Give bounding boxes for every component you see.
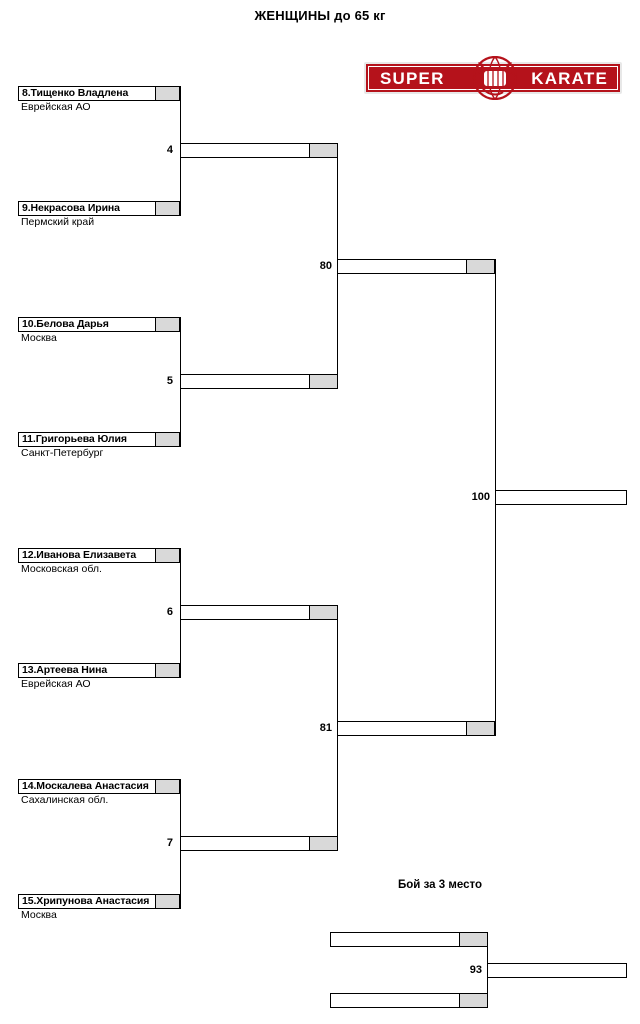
match-bar[interactable] [337, 259, 495, 274]
match-number: 80 [319, 260, 332, 272]
match-number: 93 [469, 964, 482, 976]
participant-region: Московская обл. [21, 563, 102, 575]
match-score-cell[interactable] [466, 722, 494, 735]
participant-region: Еврейская АО [21, 101, 91, 113]
participant-name: 9.Некрасова Ирина [22, 202, 120, 214]
match-bar-fill [488, 964, 626, 977]
third-place-winner-bar[interactable] [487, 963, 627, 978]
match-number: 4 [166, 144, 173, 156]
participant-box[interactable]: 10.Белова Дарья [18, 317, 180, 332]
third-place-slot-bar[interactable] [330, 932, 488, 947]
participant-name: 15.Хрипунова Анастасия [22, 895, 150, 907]
participant-box[interactable]: 8.Тищенко Владлена [18, 86, 180, 101]
match-score-cell[interactable] [309, 837, 337, 850]
participant-region: Москва [21, 909, 57, 921]
super-karate-logo: SUPER KARATE [364, 55, 622, 101]
match-bar-fill [338, 722, 466, 735]
match-number: 81 [319, 722, 332, 734]
match-score-cell[interactable] [309, 144, 337, 157]
bracket-connector [337, 273, 338, 389]
participant-score-cell[interactable] [155, 664, 179, 677]
participant-score-cell[interactable] [155, 895, 179, 908]
match-number: 5 [166, 375, 173, 387]
bracket-connector [337, 605, 338, 736]
participant-region: Санкт-Петербург [21, 447, 104, 459]
participant-region: Сахалинская обл. [21, 794, 109, 806]
page-title: ЖЕНЩИНЫ до 65 кг [254, 8, 386, 23]
match-number: 7 [166, 837, 173, 849]
match-score-cell[interactable] [466, 260, 494, 273]
match-bar-fill [181, 375, 309, 388]
match-bar-fill [181, 837, 309, 850]
match-bar-fill [331, 933, 459, 946]
participant-name: 12.Иванова Елизавета [22, 549, 137, 561]
participant-score-cell[interactable] [155, 87, 179, 100]
participant-score-cell[interactable] [155, 202, 179, 215]
match-bar-fill [331, 994, 459, 1007]
third-place-slot-bar[interactable] [330, 993, 488, 1008]
participant-region: Москва [21, 332, 57, 344]
participant-score-cell[interactable] [155, 549, 179, 562]
match-number: 100 [471, 491, 490, 503]
match-bar[interactable] [180, 836, 338, 851]
bracket-connector [495, 259, 496, 498]
participant-score-cell[interactable] [155, 780, 179, 793]
participant-name: 8.Тищенко Владлена [22, 87, 129, 99]
participant-name: 13.Артеева Нина [22, 664, 108, 676]
match-bar[interactable] [337, 721, 495, 736]
participant-name: 10.Белова Дарья [22, 318, 109, 330]
logo-word-karate: KARATE [531, 69, 608, 88]
logo-word-super: SUPER [380, 69, 445, 88]
participant-region: Еврейская АО [21, 678, 91, 690]
match-bar-fill [338, 260, 466, 273]
participant-name: 11.Григорьева Юлия [22, 433, 127, 445]
participant-name: 14.Москалева Анастасия [22, 780, 149, 792]
participant-box[interactable]: 12.Иванова Елизавета [18, 548, 180, 563]
participant-box[interactable]: 14.Москалева Анастасия [18, 779, 180, 794]
logo-banner [364, 62, 622, 94]
participant-box[interactable]: 15.Хрипунова Анастасия [18, 894, 180, 909]
match-bar-fill [496, 491, 626, 504]
match-score-cell[interactable] [459, 933, 487, 946]
match-number: 6 [166, 606, 173, 618]
match-bar[interactable] [180, 374, 338, 389]
match-score-cell[interactable] [309, 375, 337, 388]
participant-box[interactable]: 11.Григорьева Юлия [18, 432, 180, 447]
match-bar[interactable] [180, 605, 338, 620]
match-score-cell[interactable] [459, 994, 487, 1007]
participant-score-cell[interactable] [155, 433, 179, 446]
participant-score-cell[interactable] [155, 318, 179, 331]
participant-box[interactable]: 13.Артеева Нина [18, 663, 180, 678]
bracket-connector [337, 143, 338, 274]
final-match-bar[interactable] [495, 490, 627, 505]
bracket-connector [495, 497, 496, 736]
participant-box[interactable]: 9.Некрасова Ирина [18, 201, 180, 216]
match-bar-fill [181, 606, 309, 619]
fist-globe-icon [470, 55, 520, 101]
match-score-cell[interactable] [309, 606, 337, 619]
third-place-heading: Бой за 3 место [398, 879, 482, 891]
match-bar-fill [181, 144, 309, 157]
participant-region: Пермский край [21, 216, 95, 228]
bracket-connector [337, 735, 338, 851]
match-bar[interactable] [180, 143, 338, 158]
